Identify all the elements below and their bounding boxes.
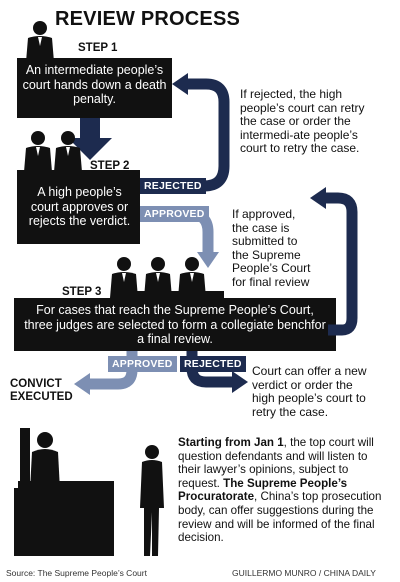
step1-label: STEP 1 [78,42,118,54]
step2-label: STEP 2 [90,160,130,172]
bottom-p1-bold: Starting from Jan 1 [178,436,284,449]
judge-figure-step1 [26,21,54,62]
seated-judge-figure [14,428,114,556]
judges-figure-step2 [24,131,82,172]
bottom-p2-rest: , China’s top prosecution body, can offe… [178,490,382,545]
down-arrow-1 [68,118,112,160]
rejected-arrow-step2 [140,78,230,192]
note-approved-high: If approved, the case is submitted to th… [232,207,311,289]
convict-executed-label: CONVICT EXECUTED [10,378,73,403]
bottom-p2-bold: The Supreme People’s Procuratorate [178,476,348,504]
bottom-paragraph: Starting from Jan 1, the top court will … [178,436,390,545]
bottom-p1-rest: , the top court will question defendants… [178,436,374,490]
step2-text: A high people’s court approves or reject… [22,185,137,229]
source-credit: Source: The Supreme People’s Court [6,568,147,578]
step3-label: STEP 3 [62,286,102,298]
rejected-return-arrow [322,192,358,336]
note-rejected-supreme: Court can offer a new verdict or order t… [252,364,367,419]
step1-text: An intermediate people’s court hands dow… [22,63,167,107]
standing-defendant-figure [140,445,164,556]
step3-text: For cases that reach the Supreme People’… [24,303,326,347]
rejected-tag-step2: REJECTED [140,178,206,194]
rejected-tag-step3: REJECTED [180,356,246,372]
page-title: REVIEW PROCESS [55,8,241,30]
note-rejected-high: If rejected, the high people’s court can… [240,87,365,155]
author-credit: GUILLERMO MUNRO / CHINA DAILY [232,568,376,578]
approved-tag-step2: APPROVED [140,206,209,222]
approved-tag-step3: APPROVED [108,356,177,372]
